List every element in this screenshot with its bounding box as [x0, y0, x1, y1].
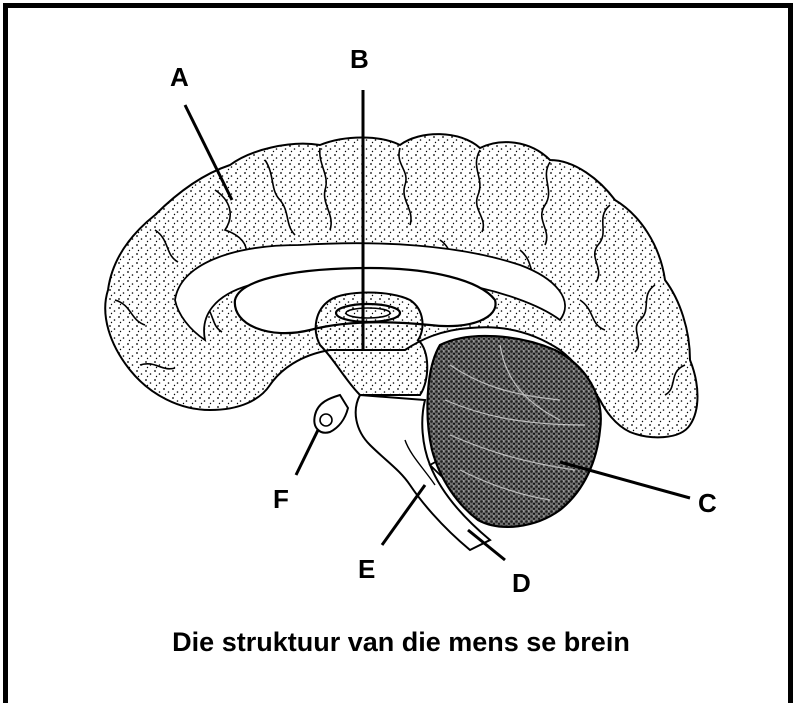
pituitary-gland — [314, 395, 348, 433]
label-f: F — [273, 484, 289, 514]
leader-line-f — [296, 430, 318, 475]
leader-line-e — [382, 485, 425, 545]
cerebellum — [427, 336, 600, 527]
label-c: C — [698, 488, 717, 518]
label-d: D — [512, 568, 531, 598]
diagram-caption: Die struktuur van die mens se brein — [0, 627, 802, 658]
label-e: E — [358, 554, 375, 584]
label-b: B — [350, 44, 369, 74]
label-a: A — [170, 62, 189, 92]
